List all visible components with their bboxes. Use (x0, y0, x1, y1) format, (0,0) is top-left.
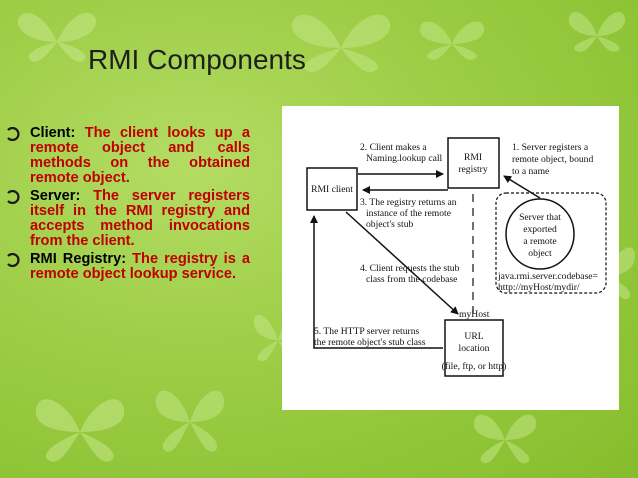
url-location-label: location (459, 343, 490, 354)
butterfly-decoration-icon (568, 12, 626, 52)
server-ellipse (505, 198, 575, 270)
step5-label: the remote object's stub class (314, 337, 426, 348)
step1-label: remote object, bound (512, 154, 593, 165)
slide-title: RMI Components (88, 44, 306, 75)
step2-label: Naming.lookup call (366, 153, 443, 164)
butterfly-decoration-icon (35, 399, 125, 462)
bullet-ring-icon (7, 253, 20, 267)
butterfly-decoration-icon (291, 14, 391, 73)
bullet-list: Client: The client looks up a remote obj… (6, 126, 250, 285)
url-location-box (444, 319, 504, 377)
rmi-registry-box (447, 137, 500, 189)
server-label: object (528, 248, 552, 259)
arrow-step1 (503, 175, 541, 199)
butterfly-decoration-icon (473, 414, 537, 464)
arrow-step5 (310, 215, 443, 349)
bullet-description: The registry is a remote object lookup s… (30, 251, 251, 282)
rmi-client-label: RMI client (311, 184, 353, 195)
step4-label: class from the codebase (366, 274, 457, 285)
server-label: Server that (519, 212, 561, 223)
rmi-diagram-canvas: RMI client RMI registry Server that expo… (306, 137, 607, 377)
rmi-registry-label: RMI (464, 152, 482, 163)
bullet-term: Client: (30, 125, 76, 141)
step4-label: 4. Client requests the stub (360, 263, 460, 274)
bullet-server: Server: The server registers itself in t… (6, 189, 250, 249)
server-host-region (495, 192, 607, 294)
step3-label: instance of the remote (366, 208, 451, 219)
server-label: exported (523, 224, 557, 235)
bullet-description: The server registers itself in the RMI r… (30, 188, 250, 249)
url-location-label: (file, ftp, or http) (442, 361, 507, 372)
url-location-label: URL (464, 331, 483, 342)
step3-label: 3. The registry returns an (360, 197, 457, 208)
bullet-client: Client: The client looks up a remote obj… (6, 126, 250, 186)
bullet-term: Server: (30, 188, 81, 204)
rmi-client-box (306, 167, 358, 211)
bullet-ring-icon (7, 190, 20, 204)
bullet-rmi-registry: RMI Registry: The registry is a remote o… (6, 252, 250, 282)
step1-label: 1. Server registers a (512, 142, 589, 153)
step5-label: 5. The HTTP server returns (314, 326, 420, 337)
codebase-label: http://myHost/mydir/ (498, 282, 580, 293)
bullet-ring-icon (7, 127, 20, 141)
butterfly-decoration-icon (17, 12, 97, 62)
step1-label: to a name (512, 166, 549, 177)
server-label: a remote (523, 236, 556, 247)
arrow-step4 (345, 211, 459, 315)
butterfly-decoration-icon (155, 390, 225, 452)
rmi-diagram: RMI client RMI registry Server that expo… (282, 106, 619, 410)
bullet-term: RMI Registry: (30, 251, 127, 267)
step3-label: object's stub (366, 219, 413, 230)
step2-label: 2. Client makes a (360, 142, 427, 153)
butterfly-decoration-icon (419, 21, 485, 60)
rmi-registry-label: registry (458, 164, 488, 175)
bullet-description: The client looks up a remote object and … (30, 125, 250, 186)
myhost-label: myHost (459, 309, 490, 320)
codebase-label: java.rmi.server.codebase= (497, 271, 598, 282)
